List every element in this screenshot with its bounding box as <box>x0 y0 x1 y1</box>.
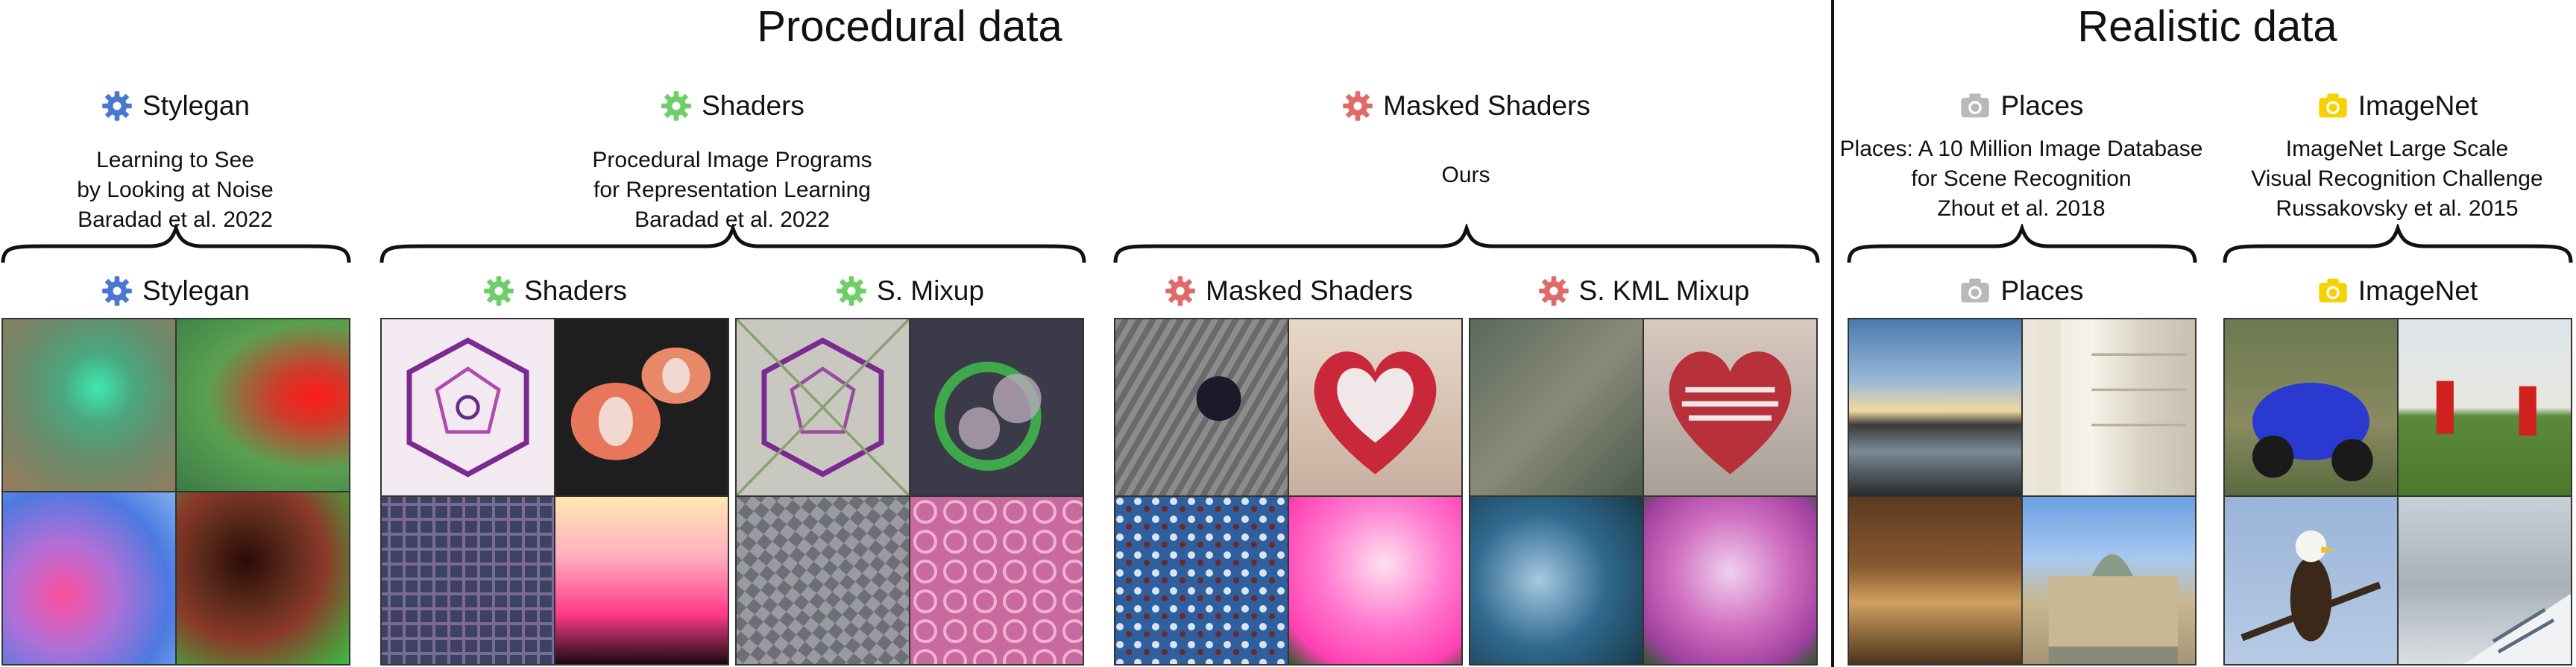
group-heading-places: Places <box>1846 90 2196 122</box>
sample-grid-imagenet <box>2223 318 2572 666</box>
sample-image <box>1849 319 2021 495</box>
dataset-heading-s-mixup: S. Mixup <box>735 275 1084 307</box>
sample-image <box>3 492 175 664</box>
brace-imagenet <box>2223 224 2573 263</box>
brace-places <box>1847 224 2197 263</box>
group-heading-stylegan: Stylegan <box>0 90 350 122</box>
gear-icon <box>1341 90 1374 122</box>
group-name-shaders: Shaders <box>702 90 804 121</box>
camera-icon <box>1959 90 1991 122</box>
camera-icon <box>1959 275 1991 307</box>
gear-icon <box>101 275 133 307</box>
brace-shaders <box>380 224 1086 263</box>
brace-stylegan <box>1 224 351 263</box>
group-name-masked-shaders: Masked Shaders <box>1383 90 1590 121</box>
procedural-data-title: Procedural data <box>757 2 1062 51</box>
sample-image <box>177 319 349 491</box>
dataset-label-stylegan: Stylegan <box>142 275 250 306</box>
group-desc-masked-shaders: Ours <box>1114 160 1818 190</box>
sample-image <box>3 319 175 491</box>
section-divider <box>1831 0 1834 667</box>
dataset-heading-masked-shaders: Masked Shaders <box>1114 275 1463 307</box>
camera-icon <box>2317 90 2349 122</box>
camera-icon <box>2317 275 2349 307</box>
group-desc-stylegan: Learning to See by Looking at Noise Bara… <box>0 145 350 235</box>
desc-line: Russakovsky et al. 2015 <box>2276 196 2519 221</box>
sample-image <box>2225 319 2397 495</box>
sample-image <box>1470 319 1643 495</box>
dataset-label-masked-shaders: Masked Shaders <box>1206 275 1413 306</box>
group-name-stylegan: Stylegan <box>142 90 250 121</box>
sample-image <box>737 319 910 497</box>
sample-image <box>555 319 728 495</box>
group-desc-shaders: Procedural Image Programs for Representa… <box>380 145 1084 235</box>
sample-image <box>1849 497 2021 664</box>
desc-line: Ours <box>1441 163 1490 187</box>
sample-image <box>910 319 1083 495</box>
desc-line: for Representation Learning <box>593 178 871 202</box>
desc-line: ImageNet Large Scale <box>2285 137 2509 161</box>
gear-icon <box>660 90 693 122</box>
sample-image <box>2023 319 2195 495</box>
sample-grid-masked-shaders <box>1114 318 1463 666</box>
sample-image <box>2399 319 2571 495</box>
gear-icon <box>1537 275 1570 307</box>
desc-line: for Scene Recognition <box>1911 166 2132 191</box>
dataset-heading-imagenet: ImageNet <box>2222 275 2572 307</box>
dataset-heading-places: Places <box>1846 275 2196 307</box>
desc-line: Learning to See <box>96 148 254 172</box>
sample-image <box>1289 319 1461 495</box>
brace-masked-shaders <box>1113 224 1820 263</box>
sample-image <box>2225 497 2397 664</box>
sample-grid-stylegan <box>1 318 350 666</box>
sample-grid-places <box>1848 318 2196 666</box>
sample-image <box>1115 497 1288 664</box>
desc-line: Procedural Image Programs <box>592 148 872 172</box>
sample-image <box>555 497 728 664</box>
group-heading-imagenet: ImageNet <box>2222 90 2572 122</box>
sample-grid-s-mixup <box>735 318 1084 666</box>
sample-image <box>737 497 909 664</box>
sample-image <box>910 497 1083 664</box>
desc-line: Places: A 10 Million Image Database <box>1839 137 2203 161</box>
desc-line: Zhout et al. 2018 <box>1937 196 2106 221</box>
group-heading-shaders: Shaders <box>380 90 1084 122</box>
sample-image <box>2023 497 2195 664</box>
realistic-data-title: Realistic data <box>2077 2 2337 51</box>
desc-line: by Looking at Noise <box>77 178 274 202</box>
group-heading-masked-shaders: Masked Shaders <box>1114 90 1818 122</box>
dataset-label-imagenet: ImageNet <box>2358 275 2478 306</box>
gear-icon <box>1164 275 1197 307</box>
dataset-heading-s-kml-mixup: S. KML Mixup <box>1469 275 1818 307</box>
sample-grid-s-kml-mixup <box>1469 318 1818 666</box>
gear-icon <box>482 275 515 307</box>
dataset-label-s-mixup: S. Mixup <box>877 275 984 306</box>
desc-line: Visual Recognition Challenge <box>2251 166 2543 191</box>
gear-icon <box>101 90 133 122</box>
dataset-heading-stylegan: Stylegan <box>0 275 350 307</box>
group-name-imagenet: ImageNet <box>2358 90 2478 121</box>
dataset-label-shaders: Shaders <box>524 275 627 306</box>
gear-icon <box>835 275 868 307</box>
group-desc-places: Places: A 10 Million Image Database for … <box>1824 134 2219 224</box>
sample-image <box>1644 319 1816 495</box>
dataset-heading-shaders: Shaders <box>380 275 729 307</box>
sample-image <box>1644 497 1816 664</box>
sample-image <box>382 319 554 495</box>
sample-image <box>1470 497 1643 664</box>
group-desc-imagenet: ImageNet Large Scale Visual Recognition … <box>2222 134 2572 224</box>
dataset-label-places: Places <box>2000 275 2084 306</box>
sample-image <box>382 497 554 664</box>
sample-image <box>1115 319 1288 495</box>
sample-image <box>1289 497 1461 664</box>
sample-image <box>2399 497 2571 664</box>
sample-image <box>177 492 349 664</box>
sample-grid-shaders <box>380 318 729 666</box>
group-name-places: Places <box>2000 90 2084 121</box>
dataset-label-s-kml-mixup: S. KML Mixup <box>1578 275 1750 306</box>
